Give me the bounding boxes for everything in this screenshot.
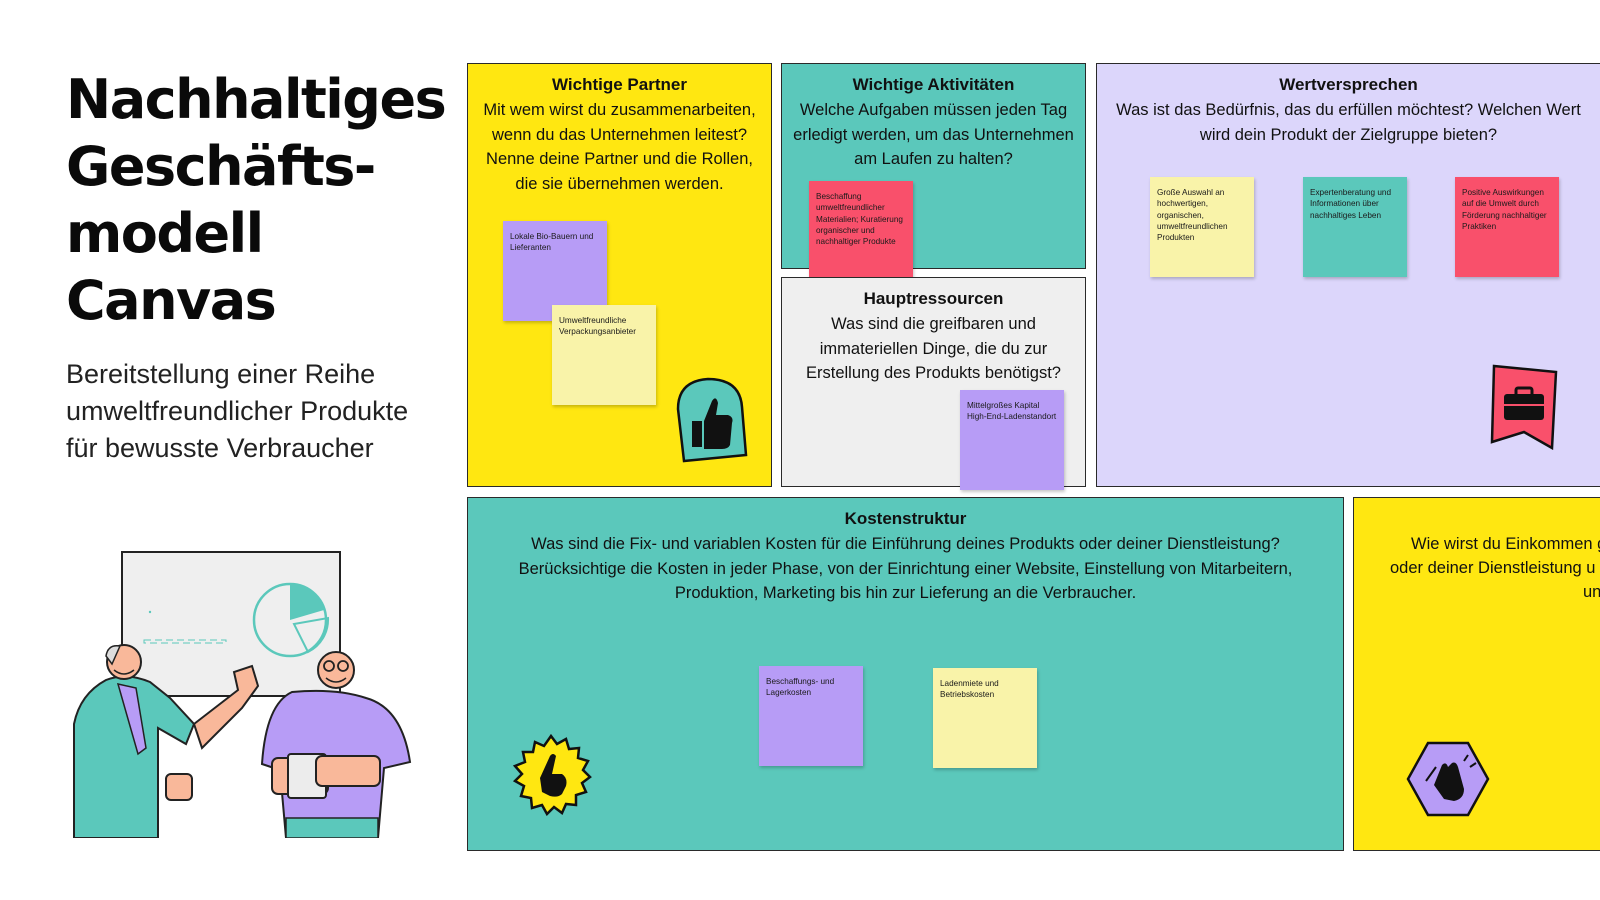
key-partners-prompt: Mit wem wirst du zusammenarbeiten, wenn … (483, 101, 756, 193)
cost-structure-title: Kostenstruktur (844, 509, 967, 528)
value-proposition-prompt: Was ist das Bedürfnis, das du erfüllen m… (1116, 101, 1581, 144)
sticky-note[interactable]: Große Auswahl an hochwertigen, organisch… (1150, 177, 1254, 277)
key-resources-prompt: Was sind die greifbaren und immaterielle… (806, 315, 1061, 382)
presenter-person (73, 644, 260, 838)
sticky-note[interactable]: Expertenberatung und Informationen über … (1303, 177, 1407, 277)
value-proposition-title: Wertversprechen (1279, 75, 1418, 94)
revenue-prompt-line: un (1583, 583, 1600, 601)
sticky-note[interactable]: Umweltfreundliche Verpackungsanbieter (552, 305, 656, 405)
page-subtitle: Bereitstellung einer Reihe umweltfreundl… (66, 359, 409, 463)
cost-structure-section: Kostenstruktur Was sind die Fix- und var… (467, 497, 1344, 851)
page-title: Nachhaltiges Geschäfts- modell Canvas (66, 66, 447, 334)
title-line: modell (66, 202, 264, 265)
listener-person (260, 651, 412, 838)
clapping-hands-icon (1406, 741, 1490, 817)
presentation-illustration (73, 551, 412, 838)
revenue-prompt-line: Wie wirst du Einkommen g (1411, 535, 1600, 553)
thumbs-up-icon (676, 377, 748, 463)
title-line: Canvas (66, 269, 277, 332)
key-partners-title: Wichtige Partner (552, 75, 687, 94)
key-resources-title: Hauptressourcen (863, 289, 1004, 308)
sticky-note[interactable]: Positive Auswirkungen auf die Umwelt dur… (1455, 177, 1559, 277)
cost-structure-prompt: Was sind die Fix- und variablen Kosten f… (518, 535, 1293, 602)
briefcase-icon (1490, 364, 1558, 450)
key-partners-section: Wichtige Partner Mit wem wirst du zusamm… (467, 63, 772, 487)
whiteboard (121, 551, 341, 697)
sticky-note[interactable]: Beschaffungs- und Lagerkosten (759, 666, 863, 766)
key-activities-prompt: Welche Aufgaben müssen jeden Tag erledig… (793, 101, 1074, 168)
key-activities-title: Wichtige Aktivitäten (852, 75, 1015, 94)
pointing-hand-icon (512, 734, 592, 816)
sticky-note[interactable]: Mittelgroßes Kapital High-End-Ladenstand… (960, 390, 1064, 490)
sticky-note[interactable]: Ladenmiete und Betriebskosten (933, 668, 1037, 768)
sticky-note[interactable]: Lokale Bio-Bauern und Lieferanten (503, 221, 607, 321)
sticky-note[interactable]: Beschaffung umweltfreundlicher Materiali… (809, 181, 913, 281)
title-line: Geschäfts- (66, 135, 376, 198)
revenue-streams-section: Wie wirst du Einkommen g oder deiner Die… (1353, 497, 1600, 851)
title-line: Nachhaltiges (66, 68, 447, 131)
revenue-prompt-line: oder deiner Dienstleistung u (1390, 559, 1596, 577)
value-proposition-section: Wertversprechen Was ist das Bedürfnis, d… (1096, 63, 1600, 487)
